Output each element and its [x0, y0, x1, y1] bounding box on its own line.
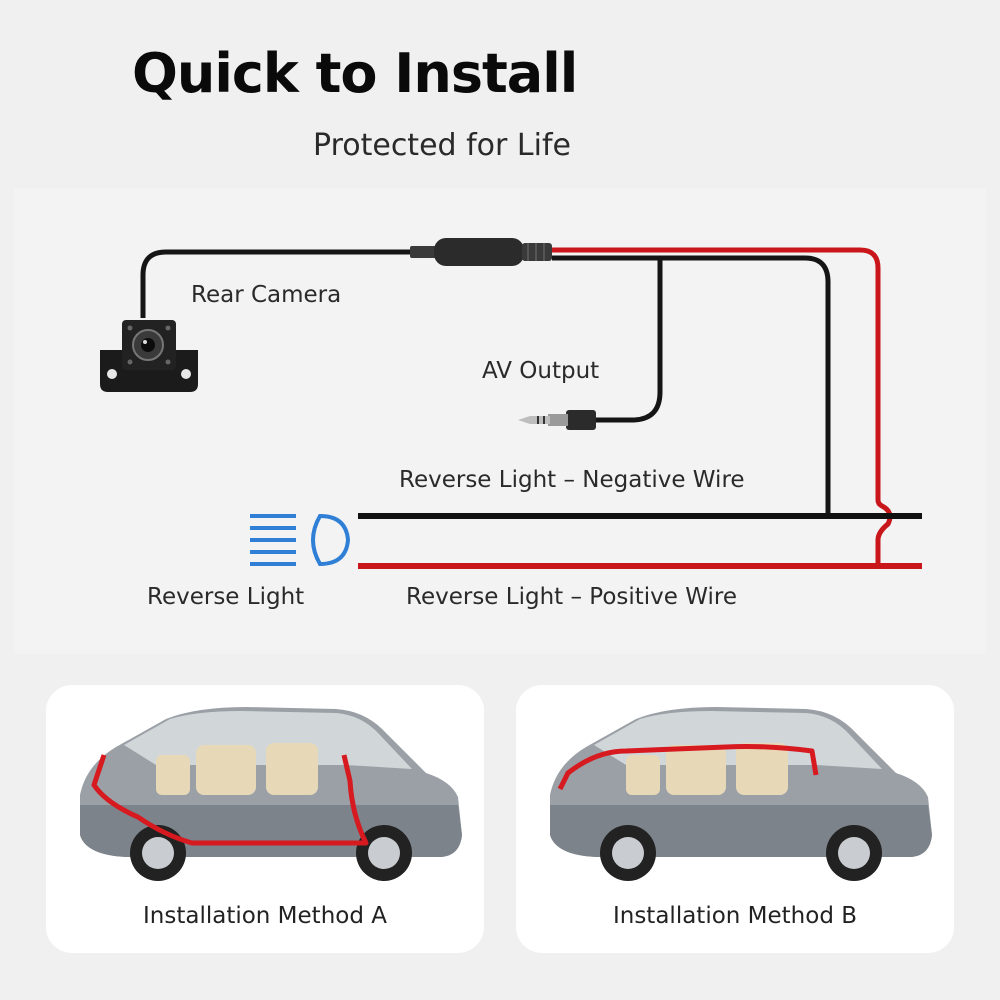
av-output-label: AV Output: [482, 358, 600, 384]
reverse-light-icon: [250, 513, 351, 567]
page-title: Quick to Install: [132, 42, 578, 105]
installation-method-b-card: Installation Method B: [516, 685, 954, 953]
cable-connector: [410, 238, 552, 266]
page-subtitle: Protected for Life: [313, 128, 571, 163]
method-b-caption: Installation Method B: [612, 903, 858, 929]
rear-camera-icon: [100, 320, 198, 392]
rear-camera-label: Rear Camera: [191, 282, 342, 308]
av-jack-icon: [518, 410, 596, 430]
reverse-light-label: Reverse Light: [147, 584, 305, 610]
positive-power-wire: [552, 247, 893, 566]
car-wheels: [600, 825, 882, 881]
car-wheels: [130, 825, 412, 881]
installation-method-a-card: Installation Method A: [46, 685, 484, 953]
ground-wire: [552, 255, 831, 516]
cable-route-method-a: [91, 754, 369, 846]
camera-cable: [140, 249, 415, 318]
av-output-cable: [594, 258, 663, 423]
car-method-b-illustration: [550, 707, 932, 881]
wiring-diagram: [100, 238, 922, 569]
positive-wire-label: Reverse Light – Positive Wire: [406, 584, 737, 610]
method-a-caption: Installation Method A: [142, 903, 387, 929]
negative-wire-label: Reverse Light – Negative Wire: [399, 467, 745, 493]
cable-route-method-b: [557, 744, 819, 791]
car-method-a-illustration: [80, 707, 462, 881]
